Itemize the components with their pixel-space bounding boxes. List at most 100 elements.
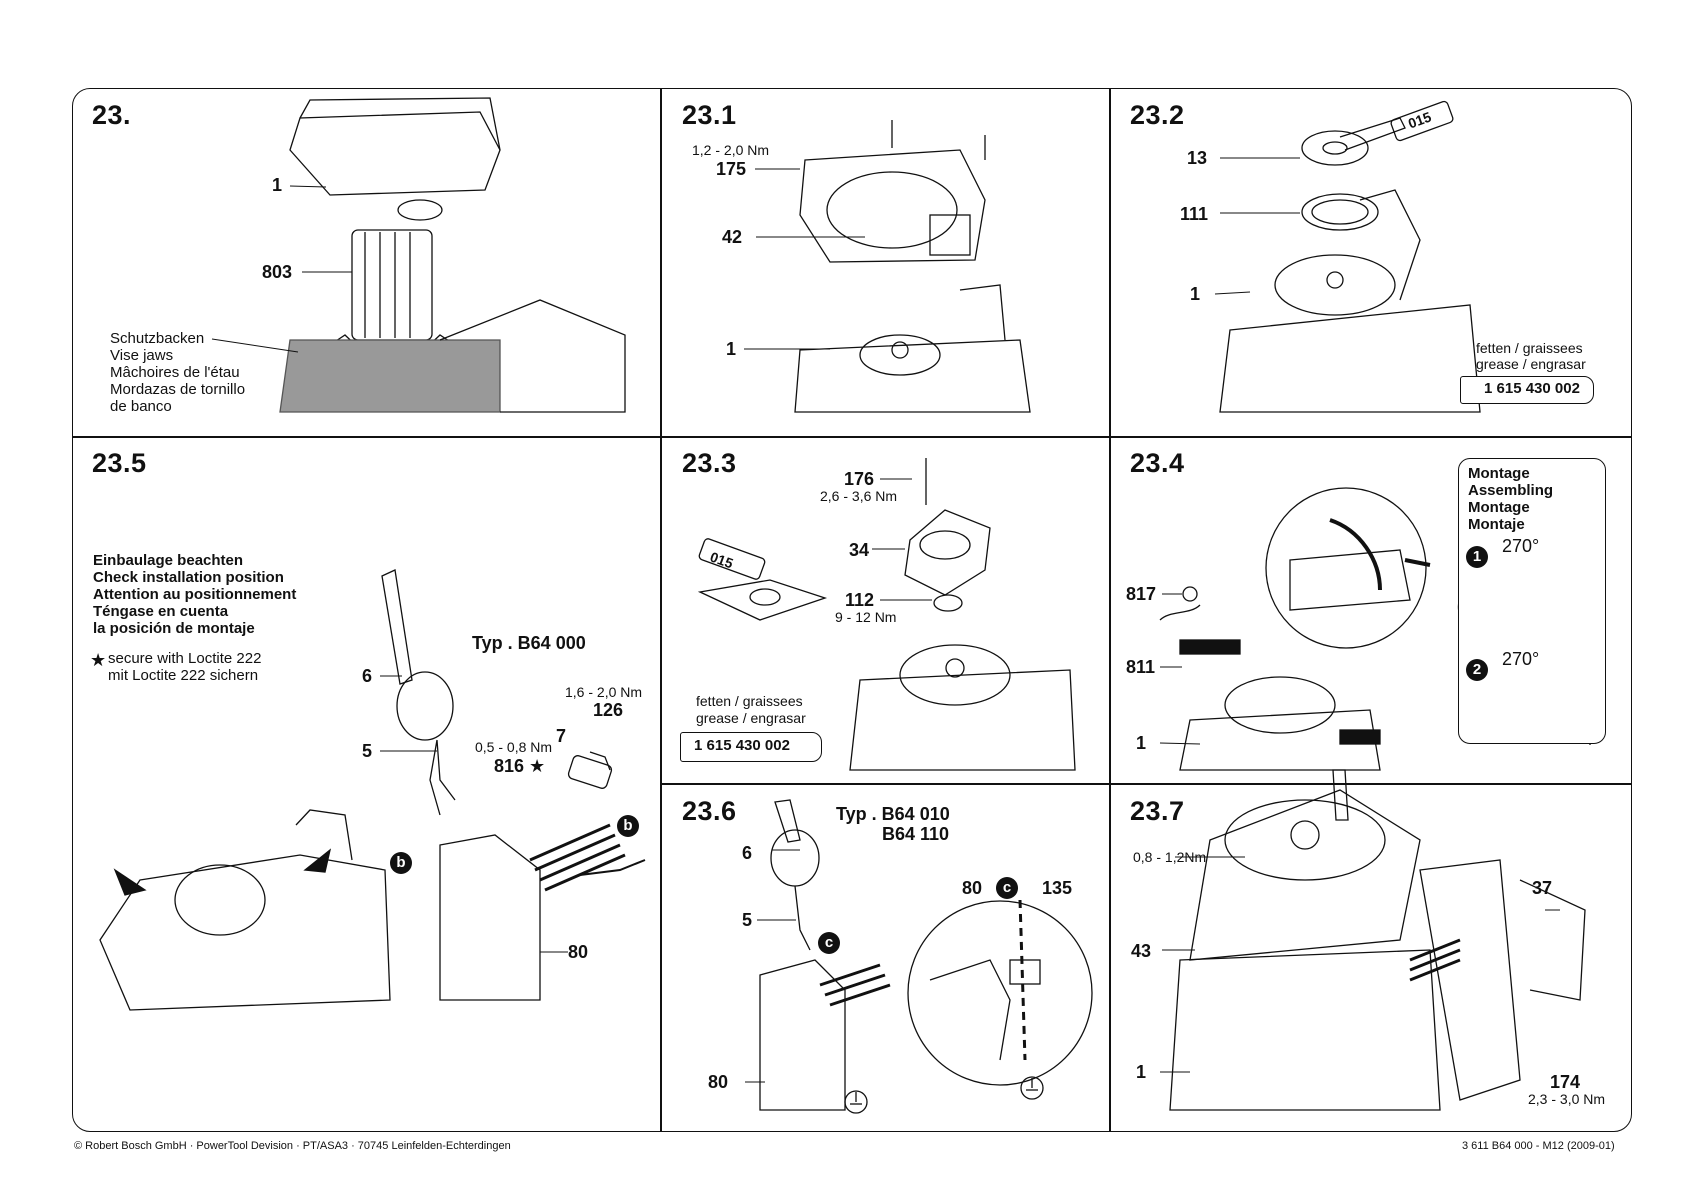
install-note-line: Téngase en cuenta — [93, 603, 229, 620]
torque-126: 1,6 - 2,0 Nm — [565, 684, 643, 700]
part-label-174: 174 — [1550, 1072, 1581, 1092]
part-label-1: 1 — [1190, 284, 1201, 304]
panel-title-23-3: 23.3 — [682, 448, 737, 478]
part-label-126: 126 — [593, 700, 624, 720]
torque-176: 2,6 - 3,6 Nm — [820, 488, 898, 504]
part-label-803: 803 — [262, 262, 293, 282]
cable-assembly-2-drawing — [759, 799, 1093, 1114]
part-label-1: 1 — [1136, 733, 1147, 753]
grease-caption: fetten / graissees — [1476, 340, 1583, 356]
install-note-line: Attention au positionnement — [93, 586, 297, 603]
rotation-270-label: 270° — [1502, 536, 1540, 556]
callout-c-badge: c — [818, 932, 840, 954]
grease-tube — [680, 732, 822, 762]
grease-tube — [1460, 376, 1594, 404]
part-label-6: 6 — [362, 666, 373, 686]
part-label-811: 811 — [1126, 657, 1156, 677]
vise-caption-line: Schutzbacken — [110, 330, 205, 347]
part-label-175: 175 — [716, 159, 747, 179]
torque-174: 2,3 - 3,0 Nm — [1528, 1091, 1606, 1107]
armature-drawing — [279, 97, 626, 413]
part-label-5: 5 — [362, 741, 373, 761]
install-note-line: Check installation position — [93, 569, 284, 586]
part-label-176: 176 — [844, 469, 875, 489]
part-label-1: 1 — [272, 175, 283, 195]
grease-tube-part-number: 1 615 430 002 — [1484, 380, 1580, 397]
callout-b-badge: b — [617, 815, 639, 837]
rotation-270-label: 270° — [1502, 649, 1540, 669]
panel-title-23-4: 23.4 — [1130, 448, 1185, 478]
footer-copyright: © Robert Bosch GmbH · PowerTool Devision… — [74, 1140, 511, 1152]
grease-caption-2: grease / engrasar — [1476, 356, 1586, 372]
part-label-1: 1 — [726, 339, 737, 359]
grid-divider — [660, 783, 1632, 785]
part-label-80: 80 — [568, 942, 589, 962]
install-position-note: Einbaulage beachten Check installation p… — [93, 552, 296, 637]
part-label-135: 135 — [1042, 878, 1073, 898]
bearing-drawing — [1219, 100, 1481, 413]
cable-assembly-drawing — [99, 569, 646, 1011]
part-label-80: 80 — [962, 878, 983, 898]
install-note-line: Einbaulage beachten — [93, 552, 244, 569]
part-label-112: 112 — [845, 590, 875, 610]
loctite-note-line: mit Loctite 222 sichern — [108, 667, 259, 684]
brush-assembly-drawing — [1159, 487, 1431, 771]
page-frame — [72, 88, 1632, 1132]
panel-title-23-5: 23.5 — [92, 448, 147, 478]
install-note-line: la posición de montaje — [93, 620, 255, 637]
part-label-6: 6 — [742, 843, 753, 863]
montage-heading-line: Montage — [1468, 465, 1530, 482]
grease-caption-2: grease / engrasar — [696, 710, 806, 726]
torque-175: 1,2 - 2,0 Nm — [692, 142, 770, 158]
torque-112: 9 - 12 Nm — [835, 609, 897, 625]
vise-caption-line: Vise jaws — [110, 347, 174, 364]
part-label-5: 5 — [742, 910, 753, 930]
motor-housing-drawing — [1169, 769, 1586, 1111]
star-icon: ★ — [90, 650, 107, 670]
vise-jaws-caption: Schutzbacken Vise jaws Mâchoires de l'ét… — [110, 330, 245, 415]
step-2-badge: 2 — [1466, 659, 1488, 681]
panel-title-23-7: 23.7 — [1130, 796, 1185, 826]
montage-heading: Montage Assembling Montage Montaje — [1468, 465, 1553, 533]
part-label-1: 1 — [1136, 1062, 1147, 1082]
panel-title-23: 23. — [92, 100, 132, 130]
part-label-80: 80 — [708, 1072, 729, 1092]
montage-box — [1458, 458, 1606, 744]
part-label-816: 816 ★ — [494, 756, 546, 776]
vise-caption-line: Mordazas de tornillo — [110, 381, 246, 398]
torque-43: 0,8 - 1,2Nm — [1133, 849, 1207, 865]
montage-heading-line: Montage — [1468, 499, 1530, 516]
callout-c-badge: c — [996, 877, 1018, 899]
panel-title-23-2: 23.2 — [1130, 100, 1185, 130]
panel-title-23-1: 23.1 — [682, 100, 737, 130]
grease-caption: fetten / graissees — [696, 693, 803, 709]
grease-tube-part-number: 1 615 430 002 — [694, 737, 790, 754]
part-label-13: 13 — [1187, 148, 1208, 168]
type-label: Typ . B64 000 — [472, 633, 586, 653]
torque-816: 0,5 - 0,8 Nm — [475, 739, 553, 755]
type-label: B64 110 — [882, 824, 950, 844]
footer-document-number: 3 611 B64 000 - M12 (2009-01) — [1462, 1140, 1615, 1152]
panel-title-23-6: 23.6 — [682, 796, 737, 826]
callout-b-badge: b — [390, 852, 412, 874]
part-label-43: 43 — [1131, 941, 1152, 961]
part-label-7: 7 — [556, 726, 567, 746]
leader-lines — [211, 157, 1560, 1083]
montage-heading-line: Assembling — [1468, 482, 1554, 499]
grid-divider — [72, 436, 1632, 438]
step-1-badge: 1 — [1466, 546, 1488, 568]
grid-divider — [660, 88, 662, 1132]
part-label-111: 111 — [1180, 204, 1209, 224]
grid-divider — [1109, 88, 1111, 1132]
vise-caption-line: de banco — [110, 398, 172, 415]
part-label-42: 42 — [722, 227, 743, 247]
loctite-note-line: secure with Loctite 222 — [108, 650, 262, 667]
part-label-34: 34 — [849, 540, 870, 560]
type-label: Typ . B64 010 — [836, 804, 950, 824]
part-label-817: 817 — [1126, 584, 1157, 604]
montage-heading-line: Montaje — [1468, 516, 1525, 533]
brush-holder-drawing — [794, 120, 1031, 413]
loctite-note: secure with Loctite 222 mit Loctite 222 … — [108, 650, 261, 684]
part-label-37: 37 — [1532, 878, 1553, 898]
cap-plate-drawing — [697, 458, 1076, 771]
